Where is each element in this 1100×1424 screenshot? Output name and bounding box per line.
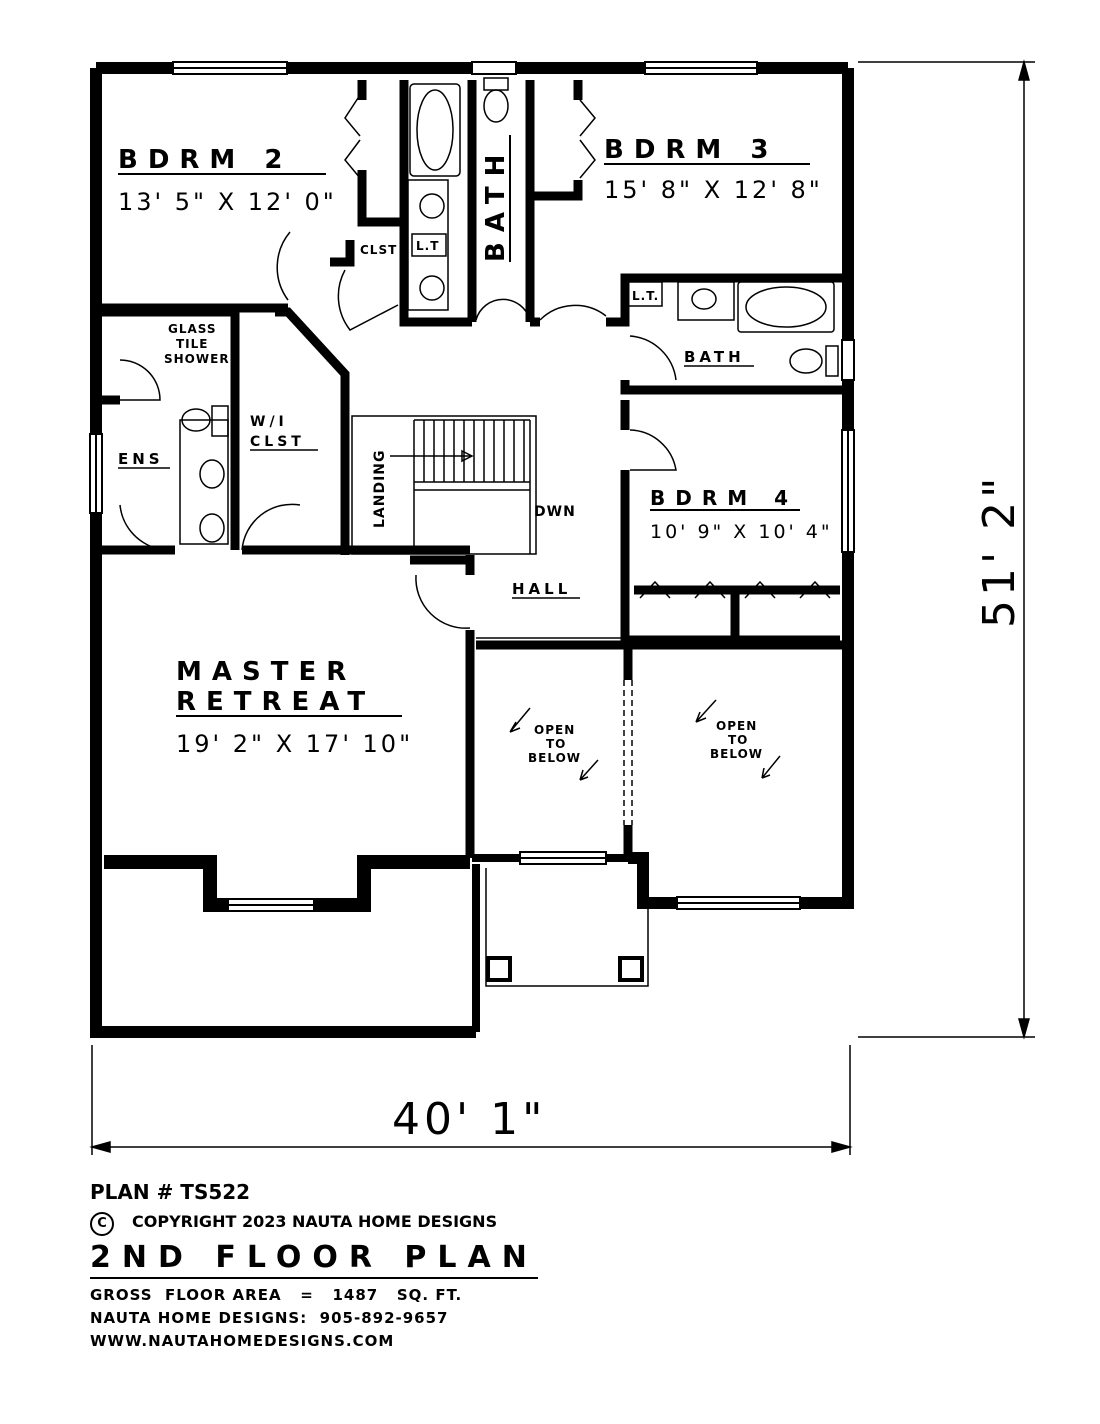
bdrm4-dim: 10' 9" X 10' 4" xyxy=(650,521,833,543)
website: WWW.NAUTAHOMEDESIGNS.COM xyxy=(90,1332,395,1350)
interior-walls xyxy=(100,80,845,858)
hall-label: HALL xyxy=(512,580,571,598)
bdrm2-name: BDRM 2 xyxy=(118,145,292,175)
glass-line-2: TILE xyxy=(176,337,209,351)
open1-line-3: BELOW xyxy=(528,751,581,765)
windows xyxy=(89,61,855,912)
plan-title: 2ND FLOOR PLAN xyxy=(90,1240,538,1279)
overall-width: 40' 1" xyxy=(392,1094,546,1145)
copyright-row: C COPYRIGHT 2023 NAUTA HOME DESIGNS xyxy=(90,1212,497,1236)
bath-ensuite-label: BATH xyxy=(684,348,745,366)
ens-label: ENS xyxy=(118,450,164,468)
wi-clst-line-2: CLST xyxy=(250,434,305,450)
glass-line-1: GLASS xyxy=(168,322,217,336)
open2-line-2: TO xyxy=(728,733,748,747)
bdrm3-dim: 15' 8" X 12' 8" xyxy=(604,176,823,204)
open2-line-3: BELOW xyxy=(710,747,763,761)
dimension-lines xyxy=(89,59,1035,1155)
room-labels: BDRM 2 13' 5" X 12' 0" BDRM 3 15' 8" X 1… xyxy=(118,135,1025,1145)
bdrm2-dim: 13' 5" X 12' 0" xyxy=(118,188,337,216)
overall-depth: 51' 2" xyxy=(974,474,1025,628)
clst-label: CLST xyxy=(360,243,397,257)
open1-line-2: TO xyxy=(546,737,566,751)
copyright-icon: C xyxy=(90,1212,114,1236)
open2-line-1: OPEN xyxy=(716,719,757,733)
open1-line-1: OPEN xyxy=(534,723,575,737)
landing-label: LANDING xyxy=(372,449,388,528)
master-name-1: MASTER xyxy=(176,657,356,687)
lt-label-2: L.T. xyxy=(632,289,659,303)
contact-phone: NAUTA HOME DESIGNS: 905-892-9657 xyxy=(90,1309,449,1327)
gross-area: GROSS FLOOR AREA = 1487 SQ. FT. xyxy=(90,1286,463,1304)
bdrm4-name: BDRM 4 xyxy=(650,486,798,510)
bath-main-label: BATH xyxy=(481,145,511,262)
copyright-text: COPYRIGHT 2023 NAUTA HOME DESIGNS xyxy=(132,1212,498,1231)
master-name-2: RETREAT xyxy=(176,687,375,717)
wi-clst-line-1: W/I xyxy=(250,414,288,430)
plan-number: PLAN # TS522 xyxy=(90,1180,251,1204)
exterior-walls xyxy=(90,62,854,1038)
glass-line-3: SHOWER xyxy=(164,352,230,366)
bdrm3-name: BDRM 3 xyxy=(604,135,778,165)
stair-and-details xyxy=(119,77,839,987)
lt-label-1: L.T xyxy=(416,239,439,253)
dwn-label: DWN xyxy=(534,504,576,520)
master-dim: 19' 2" X 17' 10" xyxy=(176,730,413,758)
